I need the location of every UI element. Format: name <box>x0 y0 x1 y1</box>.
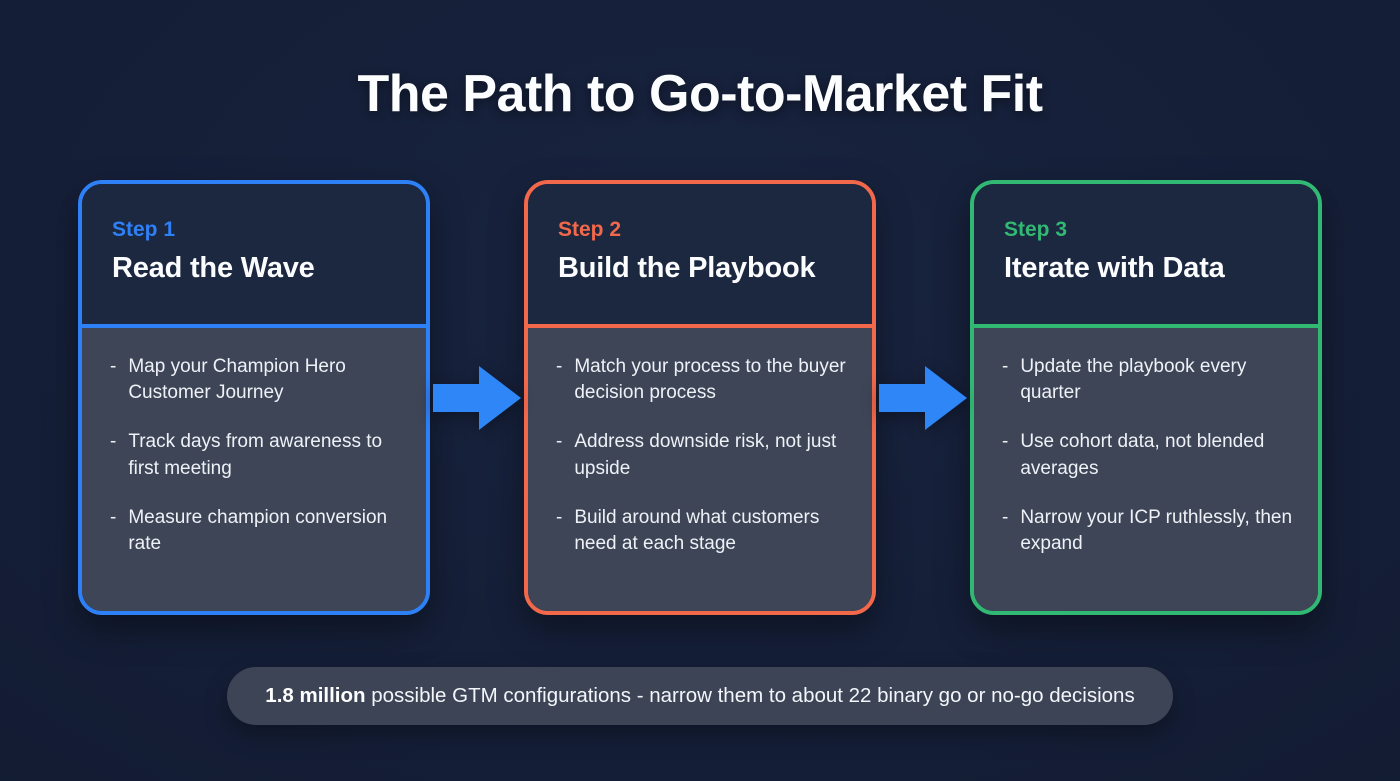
bullet-text: Use cohort data, not blended averages <box>1020 431 1265 479</box>
dash-marker: - <box>1002 506 1009 528</box>
bullet-text: Map your Champion Hero Customer Journey <box>128 356 346 404</box>
step-title: Build the Playbook <box>558 252 816 284</box>
bullet-list: -Map your Champion Hero Customer Journey… <box>110 354 402 557</box>
bullet-list: -Update the playbook every quarter -Use … <box>1002 354 1294 557</box>
list-item: -Narrow your ICP ruthlessly, then expand <box>1002 505 1294 557</box>
step-card-2-body: -Match your process to the buyer decisio… <box>528 324 872 611</box>
step-title: Read the Wave <box>112 252 315 284</box>
dash-marker: - <box>110 356 117 377</box>
list-item: -Map your Champion Hero Customer Journey <box>110 354 402 406</box>
list-item: -Track days from awareness to first meet… <box>110 429 402 481</box>
arrow-right-icon <box>879 365 967 430</box>
footer-note-text: possible GTM configurations - narrow the… <box>365 684 1135 707</box>
step-label: Step 1 <box>112 218 176 241</box>
step-card-1-header: Step 1 Read the Wave <box>82 184 426 324</box>
step-card-3: Step 3 Iterate with Data -Update the pla… <box>970 180 1322 615</box>
list-item: -Update the playbook every quarter <box>1002 354 1294 406</box>
page-title: The Path to Go-to-Market Fit <box>357 65 1043 123</box>
dash-marker: - <box>1002 431 1009 453</box>
bullet-text: Measure champion conversion rate <box>128 506 388 555</box>
dash-marker: - <box>556 356 563 377</box>
list-item: -Build around what customers need at eac… <box>556 505 848 557</box>
step-card-2: Step 2 Build the Playbook -Match your pr… <box>524 180 876 615</box>
bullet-text: Build around what customers need at each… <box>574 506 820 555</box>
list-item: -Use cohort data, not blended averages <box>1002 429 1294 481</box>
dash-marker: - <box>110 506 117 528</box>
footer-note-bold: 1.8 million <box>265 684 366 707</box>
dash-marker: - <box>110 431 117 453</box>
step-card-3-body: -Update the playbook every quarter -Use … <box>974 324 1318 611</box>
step-card-2-header: Step 2 Build the Playbook <box>528 184 872 324</box>
dash-marker: - <box>1002 356 1009 377</box>
step-card-1: Step 1 Read the Wave -Map your Champion … <box>78 180 430 615</box>
list-item: -Match your process to the buyer decisio… <box>556 354 848 406</box>
dash-marker: - <box>556 506 563 528</box>
list-item: -Measure champion conversion rate <box>110 505 402 557</box>
step-card-1-body: -Map your Champion Hero Customer Journey… <box>82 324 426 611</box>
step-label: Step 2 <box>558 218 622 241</box>
footer-note: 1.8 million possible GTM configurations … <box>227 667 1173 725</box>
bullet-text: Track days from awareness to first meeti… <box>128 431 383 479</box>
bullet-list: -Match your process to the buyer decisio… <box>556 354 848 557</box>
bullet-text: Match your process to the buyer decision… <box>574 356 846 404</box>
arrow-right-icon <box>433 365 521 430</box>
bullet-text: Narrow your ICP ruthlessly, then expand <box>1020 506 1293 555</box>
steps-row: Step 1 Read the Wave -Map your Champion … <box>78 180 1322 615</box>
step-label: Step 3 <box>1004 218 1068 241</box>
bullet-text: Update the playbook every quarter <box>1020 356 1247 404</box>
step-title: Iterate with Data <box>1004 252 1225 284</box>
list-item: -Address downside risk, not just upside <box>556 429 848 481</box>
dash-marker: - <box>556 431 563 453</box>
step-card-3-header: Step 3 Iterate with Data <box>974 184 1318 324</box>
bullet-text: Address downside risk, not just upside <box>574 431 837 479</box>
